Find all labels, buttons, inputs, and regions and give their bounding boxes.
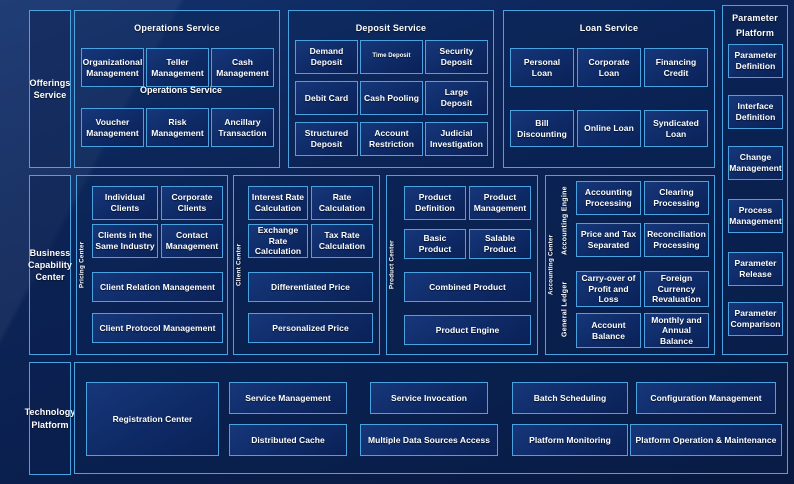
cell-registration-center[interactable]: Registration Center bbox=[86, 382, 219, 456]
vlabel-product-center: Product Center bbox=[388, 240, 396, 290]
vlabel-general-ledger: General Ledger bbox=[561, 281, 569, 337]
cell-product-definition[interactable]: Product Definition bbox=[404, 186, 466, 220]
cell-combined-product[interactable]: Combined Product bbox=[404, 272, 531, 302]
vlabel-pricing-center: Pricing Center bbox=[78, 241, 86, 289]
cell-syndicated-loan[interactable]: Syndicated Loan bbox=[644, 110, 708, 147]
row-label-technology-platform: Technology Platform bbox=[25, 362, 75, 475]
cell-platform-monitoring[interactable]: Platform Monitoring bbox=[512, 424, 628, 456]
cell-parameter-definition[interactable]: Parameter Definition bbox=[728, 44, 783, 78]
cell-interface-definition[interactable]: Interface Definition bbox=[728, 95, 783, 129]
vlabel-accounting-engine: Accounting Engine bbox=[561, 186, 569, 256]
cell-accounting-processing[interactable]: Accounting Processing bbox=[576, 181, 641, 215]
cell-distributed-cache[interactable]: Distributed Cache bbox=[229, 424, 347, 456]
cell-configuration-management[interactable]: Configuration Management bbox=[636, 382, 776, 414]
cell-personal-loan[interactable]: Personal Loan bbox=[510, 48, 574, 87]
cell-clearing-processing[interactable]: Clearing Processing bbox=[644, 181, 709, 215]
stray-operations-service-label: Operations Service bbox=[140, 85, 223, 95]
cell-organizational-management[interactable]: Organizational Management bbox=[81, 48, 144, 87]
cell-account-restriction[interactable]: Account Restriction bbox=[360, 122, 423, 156]
cell-client-relation-management[interactable]: Client Relation Management bbox=[92, 272, 223, 302]
cell-client-protocol-management[interactable]: Client Protocol Management bbox=[92, 313, 223, 343]
cell-bill-discounting[interactable]: Bill Discounting bbox=[510, 110, 574, 147]
cell-service-management[interactable]: Service Management bbox=[229, 382, 347, 414]
cell-structured-deposit[interactable]: Structured Deposit bbox=[295, 122, 358, 156]
cell-exchange-rate-calculation[interactable]: Exchange Rate Calculation bbox=[248, 224, 308, 258]
cell-cash-management[interactable]: Cash Management bbox=[211, 48, 274, 87]
cell-platform-operation-and-maintenance[interactable]: Platform Operation & Maintenance bbox=[630, 424, 782, 456]
cell-ancillary-transaction[interactable]: Ancillary Transaction bbox=[211, 108, 274, 147]
cell-differentiated-price[interactable]: Differentiated Price bbox=[248, 272, 373, 302]
parameter-platform-title-line2: Platform bbox=[735, 28, 775, 38]
cell-interest-rate-calculation[interactable]: Interest Rate Calculation bbox=[248, 186, 308, 220]
cell-product-engine[interactable]: Product Engine bbox=[404, 315, 531, 345]
cell-parameter-comparison[interactable]: Parameter Comparison bbox=[728, 302, 783, 336]
cell-foreign-currency-revaluation[interactable]: Foreign Currency Revaluation bbox=[644, 271, 709, 307]
cell-personalized-price[interactable]: Personalized Price bbox=[248, 313, 373, 343]
vlabel-client-center: Client Center bbox=[235, 243, 243, 287]
cell-contact-management[interactable]: Contact Management bbox=[161, 224, 223, 258]
cell-parameter-release[interactable]: Parameter Release bbox=[728, 252, 783, 286]
group-title-operations-service: Operations Service bbox=[134, 23, 220, 33]
cell-batch-scheduling[interactable]: Batch Scheduling bbox=[512, 382, 628, 414]
cell-account-balance[interactable]: Account Balance bbox=[576, 313, 641, 348]
cell-demand-deposit[interactable]: Demand Deposit bbox=[295, 40, 358, 74]
row-label-offerings-service: Offerings Service bbox=[29, 10, 71, 168]
cell-risk-management[interactable]: Risk Management bbox=[146, 108, 209, 147]
cell-corporate-clients[interactable]: Corporate Clients bbox=[161, 186, 223, 220]
cell-debit-card[interactable]: Debit Card bbox=[295, 81, 358, 115]
cell-individual-clients[interactable]: Individual Clients bbox=[92, 186, 158, 220]
cell-cash-pooling[interactable]: Cash Pooling bbox=[360, 81, 423, 115]
cell-time-deposit[interactable]: Time Deposit bbox=[360, 40, 423, 74]
group-title-loan-service: Loan Service bbox=[579, 23, 639, 33]
cell-carry-over-of-profit-and-loss[interactable]: Carry-over of Profit and Loss bbox=[576, 271, 641, 307]
cell-price-and-tax-separated[interactable]: Price and Tax Separated bbox=[576, 223, 641, 257]
parameter-platform-title-line1: Parameter bbox=[732, 13, 778, 23]
cell-change-management[interactable]: Change Management bbox=[728, 146, 783, 180]
cell-large-deposit[interactable]: Large Deposit bbox=[425, 81, 488, 115]
cell-rate-calculation[interactable]: Rate Calculation bbox=[311, 186, 373, 220]
cell-security-deposit[interactable]: Security Deposit bbox=[425, 40, 488, 74]
cell-tax-rate-calculation[interactable]: Tax Rate Calculation bbox=[311, 224, 373, 258]
cell-basic-product[interactable]: Basic Product bbox=[404, 229, 466, 259]
cell-judicial-investigation[interactable]: Judicial Investigation bbox=[425, 122, 488, 156]
cell-voucher-management[interactable]: Voucher Management bbox=[81, 108, 144, 147]
vlabel-accounting-center: Accounting Center bbox=[547, 234, 555, 296]
cell-multiple-data-sources-access[interactable]: Multiple Data Sources Access bbox=[360, 424, 498, 456]
cell-online-loan[interactable]: Online Loan bbox=[577, 110, 641, 147]
cell-reconciliation-processing[interactable]: Reconciliation Processing bbox=[644, 223, 709, 257]
cell-service-invocation[interactable]: Service Invocation bbox=[370, 382, 488, 414]
cell-corporate-loan[interactable]: Corporate Loan bbox=[577, 48, 641, 87]
group-title-deposit-service: Deposit Service bbox=[355, 23, 427, 33]
cell-clients-in-the-same-industry[interactable]: Clients in the Same Industry bbox=[92, 224, 158, 258]
cell-monthly-and-annual-balance[interactable]: Monthly and Annual Balance bbox=[644, 313, 709, 348]
cell-process-management[interactable]: Process Management bbox=[728, 199, 783, 233]
cell-teller-management[interactable]: Teller Management bbox=[146, 48, 209, 87]
cell-financing-credit[interactable]: Financing Credit bbox=[644, 48, 708, 87]
cell-salable-product[interactable]: Salable Product bbox=[469, 229, 531, 259]
row-label-business-capability-center: Business Capability Center bbox=[28, 175, 72, 355]
cell-product-management[interactable]: Product Management bbox=[469, 186, 531, 220]
